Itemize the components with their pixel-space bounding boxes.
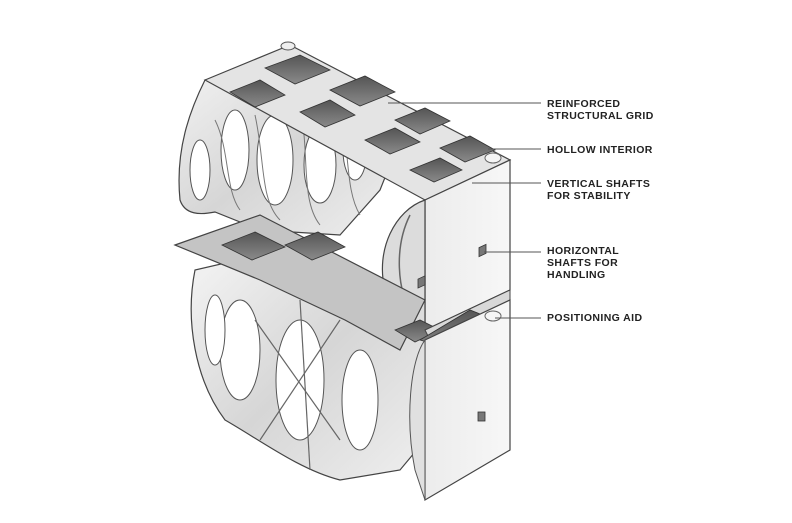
label-hollow-interior: HOLLOW INTERIOR: [547, 144, 653, 156]
lower-module: [173, 214, 511, 502]
label-horizontal-shafts: HORIZONTAL SHAFTS FOR HANDLING: [547, 245, 620, 281]
upper-module: [178, 41, 512, 331]
label-vertical-shafts: VERTICAL SHAFTS FOR STABILITY: [547, 178, 651, 202]
label-reinforced-structural-grid: REINFORCED STRUCTURAL GRID: [547, 98, 654, 122]
label-positioning-aid: POSITIONING AID: [547, 312, 643, 324]
leader-lines: [388, 102, 541, 319]
